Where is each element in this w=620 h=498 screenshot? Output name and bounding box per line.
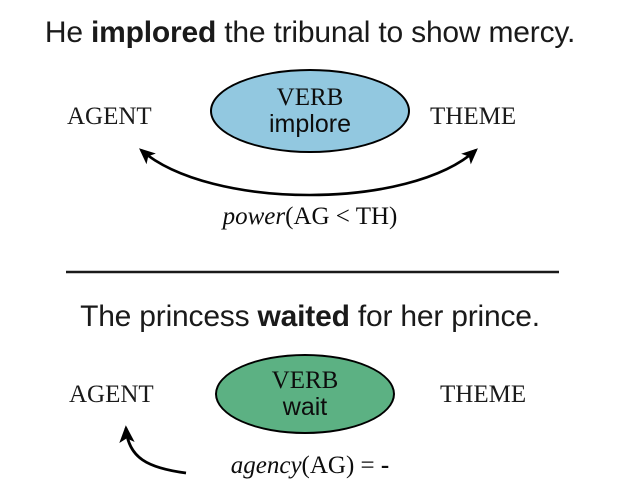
relation-args-agency: (AG) = (301, 452, 381, 479)
relation-caption-power: power(AG < TH) (0, 203, 620, 231)
verb-node-kind: VERB (271, 366, 339, 394)
example-sentence-power: He implored the tribunal to show mercy. (0, 16, 620, 50)
role-label-theme-power: THEME (430, 103, 517, 130)
relation-name-agency: agency (230, 452, 302, 479)
power-relation-arrow (139, 148, 478, 197)
role-label-agent-power: AGENT (67, 103, 152, 130)
relation-caption-agency: agency(AG) = - (0, 452, 620, 480)
relation-args-power: (AG < TH) (285, 203, 398, 230)
role-label-theme-agency: THEME (440, 381, 527, 408)
verb-node-kind: VERB (276, 83, 344, 111)
relation-polarity-agency: - (380, 452, 390, 479)
sentence-suffix: the tribunal to show mercy. (216, 16, 576, 49)
role-label-agent-agency: AGENT (69, 381, 154, 408)
relation-name-power: power (222, 203, 286, 230)
verb-node-implore[interactable]: VERB implore (210, 69, 410, 153)
sentence-suffix: for her prince. (349, 300, 540, 333)
sentence-verb-highlight: implored (91, 16, 217, 49)
sentence-prefix: The princess (80, 300, 258, 333)
verb-node-wait[interactable]: VERB wait (215, 354, 395, 434)
verb-node-lemma: wait (282, 393, 328, 421)
sentence-verb-highlight: waited (257, 300, 350, 333)
sentence-prefix: He (44, 16, 91, 49)
verb-node-lemma: implore (269, 110, 351, 138)
example-sentence-agency: The princess waited for her prince. (0, 300, 620, 334)
agency-relation-arrow (119, 425, 187, 475)
